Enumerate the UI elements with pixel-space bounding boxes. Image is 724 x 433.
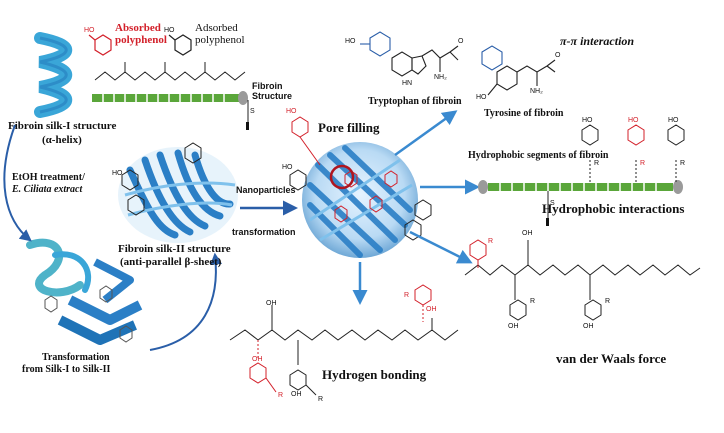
atom-r-hydro-3: R: [680, 160, 686, 167]
fibroin-structure-label: Fibroin Structure: [252, 81, 293, 101]
atom-ho-hydro-3: HO: [668, 117, 679, 124]
vdw-label: van der Waals force: [556, 351, 667, 366]
fibroin-structure-bar: [92, 91, 249, 130]
atom-r-hbond-3: R: [404, 292, 410, 299]
hydrogen-bonding-label: Hydrogen bonding: [322, 367, 427, 382]
hydrophobic-bar: [478, 124, 685, 226]
transformation-label-line1: Transformation: [42, 352, 110, 363]
atom-o-tryptophan: O: [458, 38, 464, 45]
atom-oh-hbond-1: OH: [266, 300, 277, 307]
atom-ho-tryptophan: HO: [345, 38, 356, 45]
tryptophan-structure: [360, 31, 459, 77]
atom-ho-legend-2: HO: [164, 27, 175, 34]
atom-nh2-tyrosine: NH₂: [530, 88, 543, 95]
pi-pi-label: π-π interaction: [560, 34, 635, 48]
tryptophan-label: Tryptophan of fibroin: [368, 96, 462, 107]
silk2-sub-label: (anti-parallel β-sheet): [120, 256, 222, 268]
transformation-arrow: [149, 252, 223, 351]
absorbed-polyphenol-ring-icon: [88, 34, 112, 56]
hydrophobic-segments-label: Hydrophobic segments of fibroin: [468, 150, 609, 161]
tyrosine-structure: [481, 45, 556, 96]
atom-oh-hbond-2: OH: [252, 356, 263, 363]
atom-oh-vdw-ring1: OH: [508, 323, 519, 330]
silk-transformation-structure: [26, 238, 143, 345]
treatment-label-line2: E. Ciliata extract: [12, 184, 83, 195]
silk2-label: Fibroin silk-II structure: [118, 243, 231, 255]
atom-ho-sphere: HO: [282, 164, 293, 171]
atom-oh-hbond-4: OH: [426, 306, 437, 313]
atom-ho-tyrosine: HO: [476, 94, 487, 101]
atom-nh2-tryptophan: NH₂: [434, 74, 447, 81]
atom-ho-legend: HO: [84, 27, 95, 34]
atom-s-1: S: [250, 108, 255, 115]
interaction-arrows: [352, 110, 480, 305]
nanoparticles-label-line1: Nanoparticles: [236, 185, 296, 195]
atom-s-2: S: [550, 200, 555, 207]
atom-ho-pore: HO: [286, 108, 297, 115]
hbond-peptide-chain: [229, 284, 459, 396]
top-peptide-chain: [94, 62, 246, 81]
adsorbed-polyphenol-ring-icon: [168, 34, 192, 56]
hydrophobic-interactions-label: Hydrophobic interactions: [542, 201, 685, 216]
atom-r-vdw: R: [488, 238, 494, 245]
atom-ho-barrel: HO: [112, 170, 123, 177]
atom-r-hbond-1: R: [278, 392, 284, 399]
silk1-label: Fibroin silk-I structure: [8, 120, 117, 132]
tyrosine-label: Tyrosine of fibroin: [484, 108, 564, 119]
atom-r-hydro-2: R: [640, 160, 646, 167]
legend-absorbed-label: Absorbed polyphenol: [115, 22, 167, 47]
atom-ho-hydro-2: HO: [628, 117, 639, 124]
beta-sheet-structure: [118, 142, 238, 243]
atom-r-vdw-ring1: R: [530, 298, 536, 305]
atom-ho-hydro-1: HO: [582, 117, 593, 124]
atom-r-vdw-ring2: R: [605, 298, 611, 305]
nanoparticles-label-line2: transformation: [232, 227, 296, 237]
silk1-sub-label: (α-helix): [42, 134, 82, 146]
legend-adsorbed-label: Adsorbed polyphenol: [195, 22, 245, 47]
transformation-label-line2: from Silk-I to Silk-II: [22, 364, 111, 375]
atom-nh-tryptophan: HN: [402, 80, 413, 87]
treatment-arrow: [3, 124, 32, 242]
atom-oh-hbond-3: OH: [291, 391, 302, 398]
treatment-label-line1: EtOH treatment/: [12, 172, 85, 183]
atom-oh-vdw-ring2: OH: [583, 323, 594, 330]
alpha-helix-structure: [34, 32, 73, 118]
atom-r-hydro-1: R: [594, 160, 600, 167]
pore-filling-label: Pore filling: [318, 120, 380, 135]
nanoparticle-sphere: [289, 116, 432, 258]
vdw-peptide-chain: [464, 239, 701, 321]
atom-r-hbond-2: R: [318, 396, 324, 403]
atom-o-tyrosine: O: [555, 52, 561, 59]
atom-oh-vdw: OH: [522, 230, 533, 237]
